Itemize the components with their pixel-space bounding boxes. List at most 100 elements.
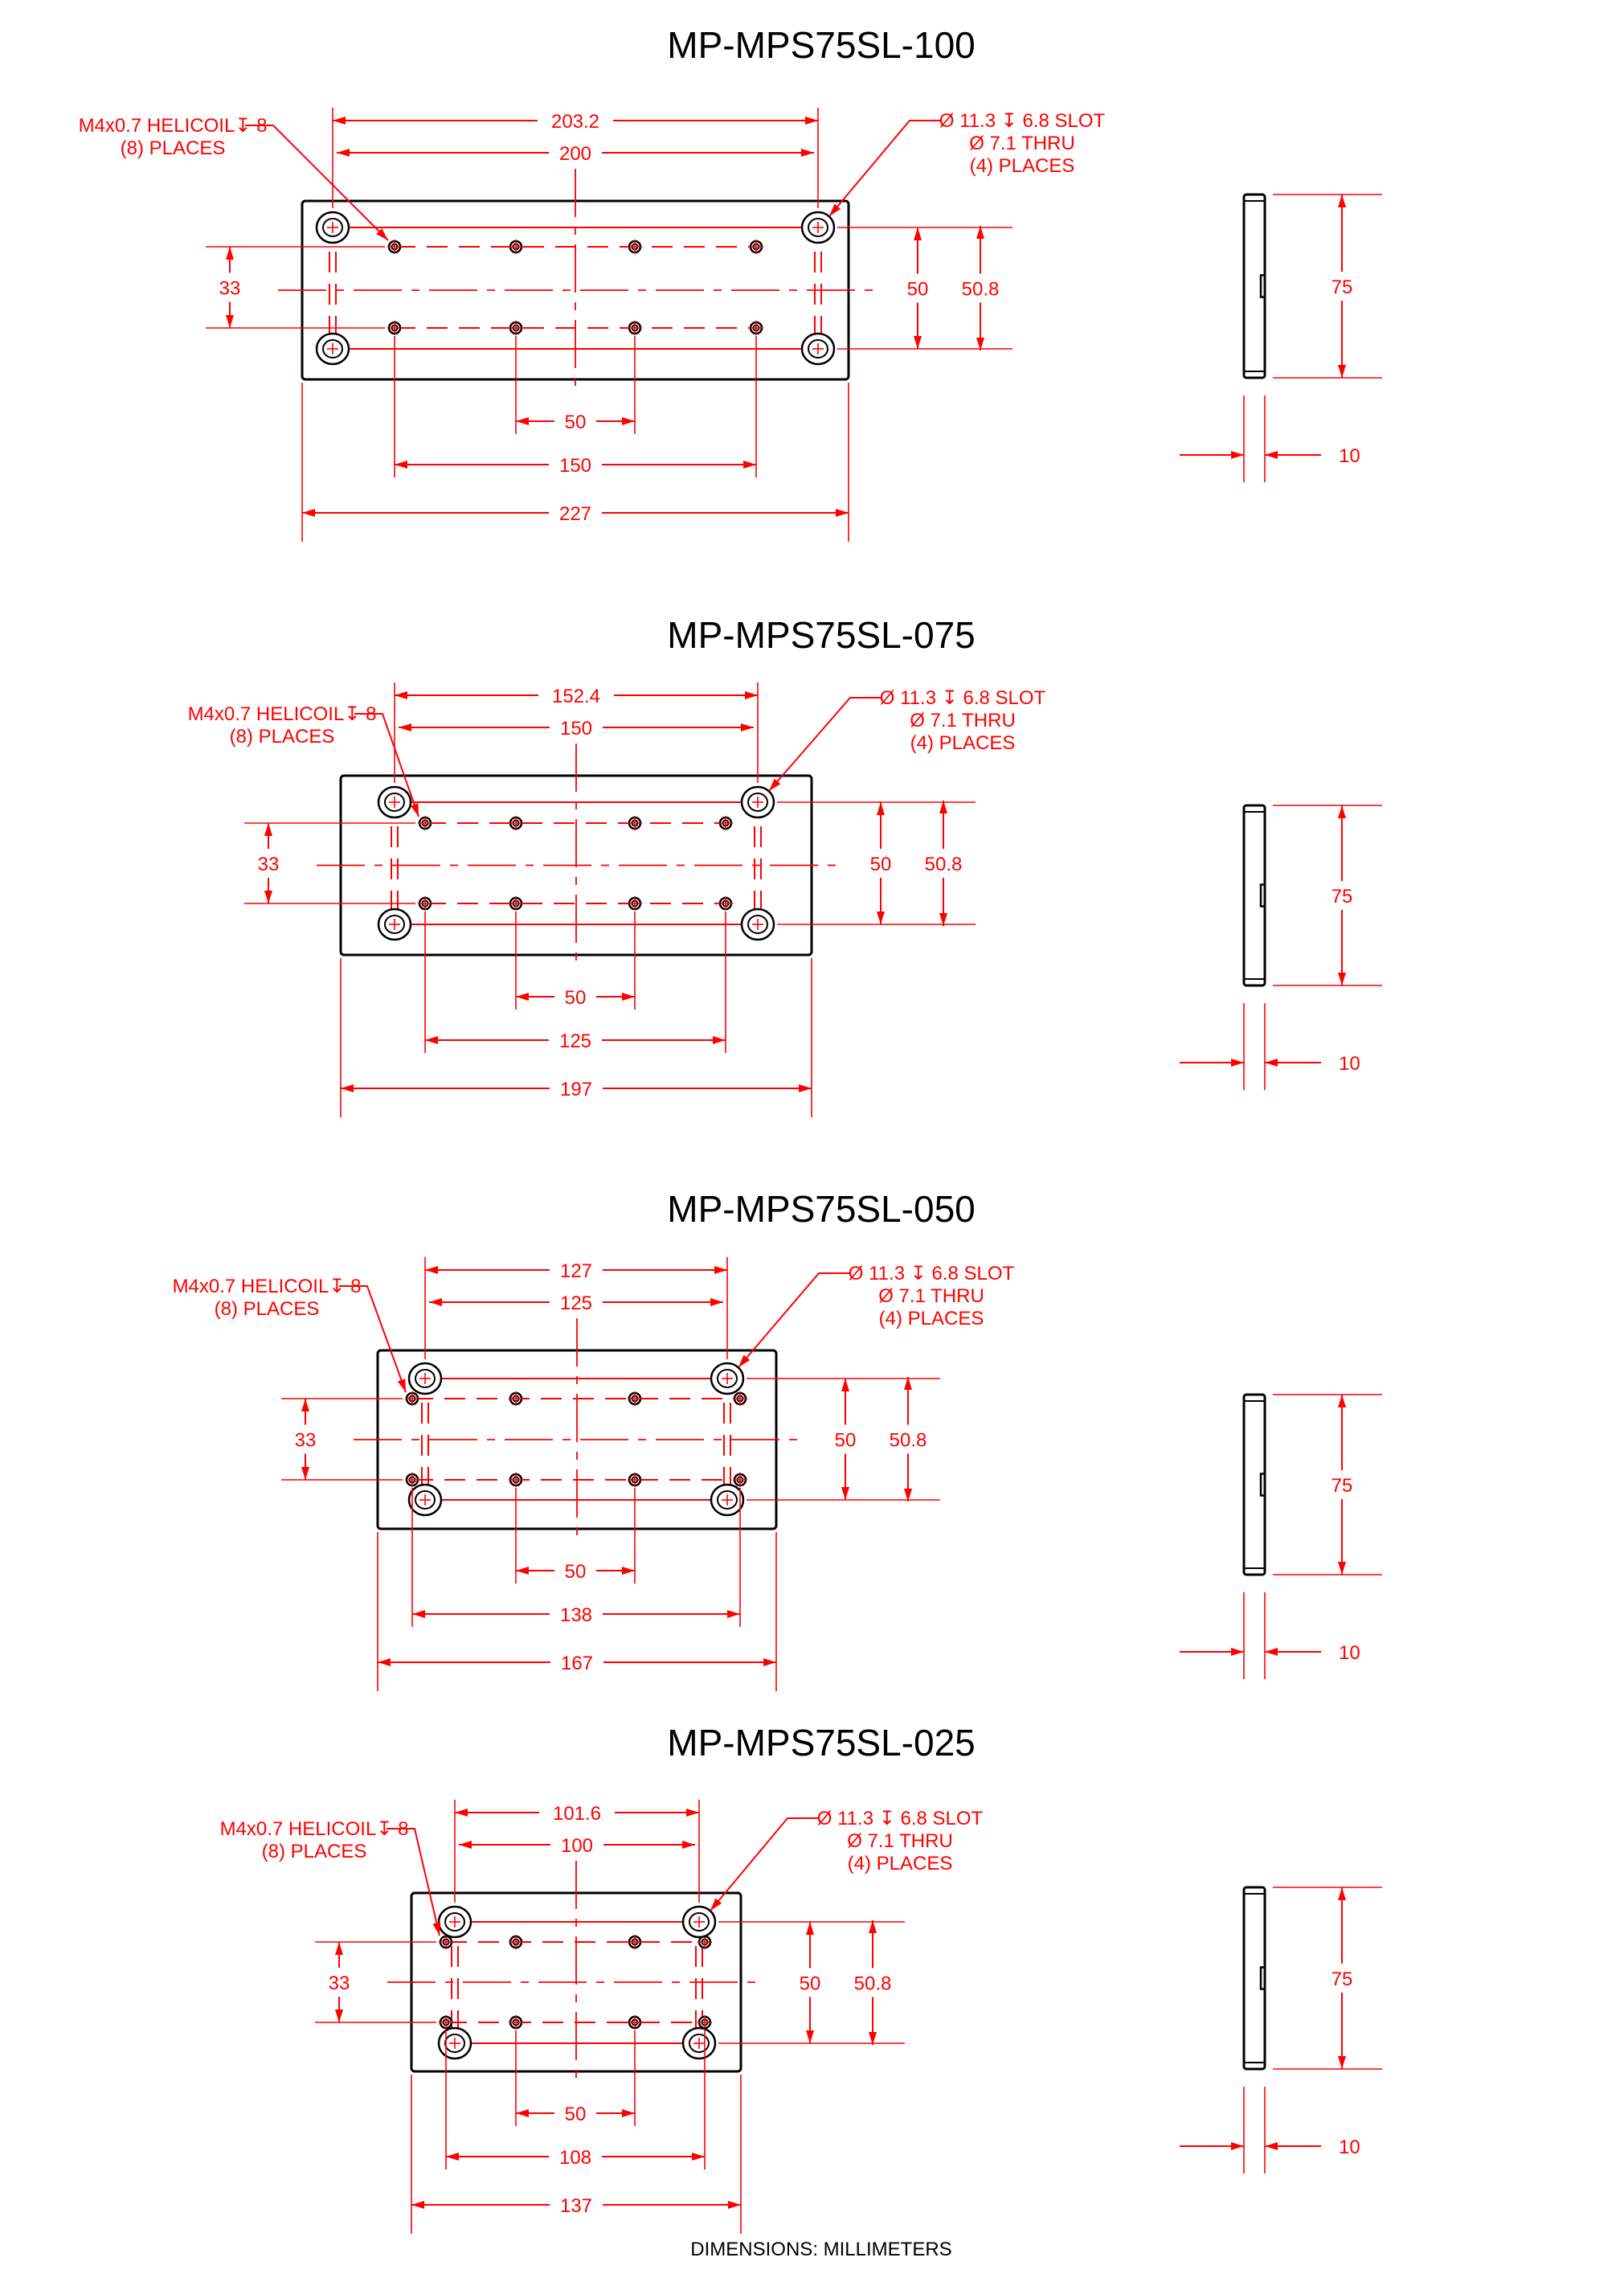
dimension-value: 100 bbox=[561, 1835, 593, 1857]
side-height-dimension: 75 bbox=[1332, 1395, 1352, 1575]
arrowhead bbox=[459, 1841, 472, 1849]
helicoil-hole bbox=[628, 1935, 642, 1949]
arrowhead bbox=[1265, 2142, 1278, 2150]
arrowhead bbox=[429, 1298, 442, 1306]
arrowhead bbox=[399, 723, 411, 731]
arrowhead bbox=[841, 1379, 849, 1391]
helicoil-hole bbox=[509, 896, 523, 911]
arrowhead bbox=[769, 778, 781, 791]
counterbore-slot bbox=[681, 1905, 717, 1939]
arrowhead bbox=[1338, 1887, 1346, 1900]
arrowhead bbox=[869, 1920, 877, 1933]
helicoil-hole bbox=[387, 240, 402, 254]
arrowhead bbox=[738, 1354, 751, 1367]
arrowhead bbox=[914, 227, 922, 240]
dimension-value: 50.8 bbox=[962, 279, 1000, 301]
arrowhead bbox=[1265, 1648, 1278, 1656]
view-title: MP-MPS75SL-025 bbox=[667, 1722, 976, 1764]
slot-note-line: Ø 11.3 ↧ 6.8 SLOT bbox=[939, 110, 1106, 132]
arrowhead bbox=[516, 993, 529, 1001]
arrowhead bbox=[1231, 2142, 1244, 2150]
slot-note-thru: Ø 7.1 THRU bbox=[969, 133, 1075, 154]
slot-outer-dimension: 101.6 bbox=[455, 1803, 699, 1825]
helicoil-hole bbox=[509, 1935, 523, 1949]
dimension-value: 125 bbox=[559, 1030, 591, 1052]
dimension-value: 137 bbox=[560, 2195, 592, 2217]
slot-row-outer-dimension: 50.8 bbox=[854, 1920, 891, 2045]
side-height-dimension: 75 bbox=[1332, 805, 1353, 985]
helicoil-callout: M4x0.7 HELICOIL↧ 8(8) PLACES bbox=[173, 1276, 407, 1393]
view-title: MP-MPS75SL-100 bbox=[667, 24, 976, 66]
arrowhead bbox=[301, 1399, 309, 1411]
arrowhead bbox=[799, 1084, 812, 1092]
slot-row-spacing-dimension: 50 bbox=[835, 1379, 857, 1500]
arrowhead bbox=[1265, 451, 1278, 459]
overall-width-dimension: 227 bbox=[302, 503, 849, 525]
side-notch bbox=[1259, 883, 1265, 907]
view-title: MP-MPS75SL-050 bbox=[667, 1188, 976, 1230]
helicoil-hole bbox=[439, 2015, 453, 2030]
arrowhead bbox=[710, 1298, 723, 1306]
arrowhead bbox=[395, 461, 407, 469]
row-spacing-dimension: 33 bbox=[258, 823, 280, 903]
arrowhead bbox=[806, 2030, 814, 2043]
counterbore-slot bbox=[377, 785, 412, 819]
helicoil-callout: M4x0.7 HELICOIL↧ 8(8) PLACES bbox=[220, 1818, 441, 1936]
helicoil-hole bbox=[405, 1473, 419, 1487]
dimension-value: 138 bbox=[560, 1604, 592, 1626]
slot-note-thru: Ø 7.1 THRU bbox=[910, 710, 1016, 731]
dimension-value: 33 bbox=[258, 854, 280, 875]
arrowhead bbox=[446, 2153, 459, 2161]
slot-note-line: Ø 11.3 ↧ 6.8 SLOT bbox=[849, 1263, 1015, 1284]
arrowhead bbox=[976, 226, 984, 239]
slot-note-quantity: (4) PLACES bbox=[879, 1308, 984, 1329]
dimension-value: 50.8 bbox=[890, 1430, 927, 1452]
arrowhead bbox=[516, 2109, 529, 2117]
arrowhead bbox=[622, 2109, 635, 2117]
dimension-value: 50 bbox=[565, 2104, 587, 2125]
arrowhead bbox=[714, 1266, 727, 1274]
side-profile bbox=[1242, 804, 1266, 987]
counterbore-slot bbox=[800, 211, 836, 244]
arrowhead bbox=[763, 1658, 776, 1666]
dimension-value: 75 bbox=[1332, 886, 1353, 907]
arrowhead bbox=[692, 2153, 705, 2161]
dimension-value: 50 bbox=[835, 1430, 857, 1452]
center-pitch-dimension: 50 bbox=[516, 2104, 635, 2125]
helicoil-callout: M4x0.7 HELICOIL↧ 8(8) PLACES bbox=[79, 115, 389, 241]
side-notch bbox=[1259, 1966, 1265, 1990]
slot-note-quantity: (4) PLACES bbox=[970, 155, 1075, 177]
arrowhead bbox=[516, 1567, 529, 1575]
arrowhead bbox=[976, 338, 984, 350]
slot-inner-dimension: 150 bbox=[399, 718, 754, 739]
arrowhead bbox=[904, 1489, 912, 1502]
dimension-value: 125 bbox=[560, 1293, 592, 1314]
arrowhead bbox=[713, 1036, 726, 1044]
helicoil-hole bbox=[628, 240, 642, 254]
overall-width-dimension: 137 bbox=[411, 2195, 741, 2217]
dimension-value: 127 bbox=[560, 1260, 592, 1282]
arrowhead bbox=[939, 913, 947, 926]
arrowhead bbox=[805, 117, 818, 125]
slot-outer-dimension: 127 bbox=[425, 1260, 727, 1282]
center-pitch-dimension: 50 bbox=[516, 412, 635, 433]
arrowhead bbox=[410, 803, 419, 817]
arrowhead bbox=[395, 691, 407, 699]
slot-row-outer-dimension: 50.8 bbox=[962, 226, 1000, 350]
arrowhead bbox=[841, 1487, 849, 1500]
leader-line bbox=[738, 1272, 849, 1368]
leader-line bbox=[387, 1828, 440, 1936]
slot-note-line: Ø 11.3 ↧ 6.8 SLOT bbox=[817, 1808, 984, 1829]
helicoil-hole bbox=[387, 321, 402, 335]
slot-outer-dimension: 152.4 bbox=[395, 686, 758, 707]
slot-note-thru: Ø 7.1 THRU bbox=[878, 1285, 984, 1307]
helicoil-hole bbox=[509, 816, 523, 830]
helicoil-hole bbox=[509, 321, 523, 335]
arrowhead bbox=[622, 993, 635, 1001]
counterbore-slot bbox=[407, 1362, 443, 1395]
counterbore-slot bbox=[315, 211, 350, 244]
dimension-value: 75 bbox=[1332, 1969, 1353, 1990]
